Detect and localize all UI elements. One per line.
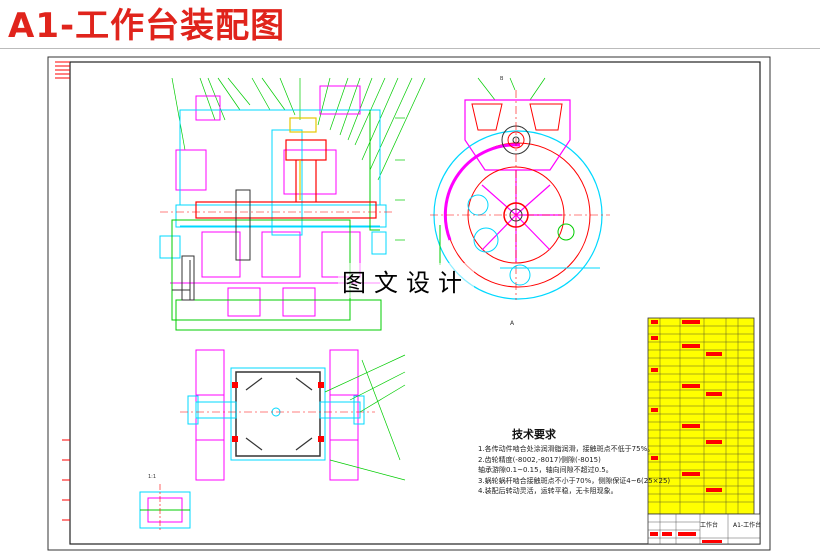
inner-frame [69,61,761,545]
tech-requirement-item: 4.装配后转动灵活，运转平稳，无卡阻现象。 [478,487,618,495]
title-block-drawing-name: 工作台 [700,522,719,529]
outer-frame [47,56,771,551]
tech-requirement-item: 3.蜗轮蜗杆啮合接触斑点不小于70%，侧隙保证4~6(25×25) [478,476,671,485]
side-section-view: A B [430,76,610,327]
svg-text:B: B [500,76,504,82]
tech-requirement-item: 2.齿轮精度(-8002,-8017)侧隙(-8015) [478,455,601,464]
plan-leaders [324,354,406,481]
plan-wheels [195,349,359,481]
tech-requirement-item: 轴承游隙0.1~0.15，轴向间隙不超过0.5。 [478,466,613,474]
table-red-cells [651,320,722,492]
parts-list-table [647,317,761,545]
leader-lines-side [477,77,546,101]
plan-shaft [187,395,365,425]
title-block-frame [647,513,761,545]
left-zone-marks [55,61,70,521]
tech-requirements-list: 1.各传动件啮合处涂润滑脂润滑，接触斑点不低于75%。 2.齿轮精度(-8002… [478,444,671,497]
svg-text:A: A [510,320,515,327]
yellow-parts [289,117,317,200]
leader-lines-top [171,77,426,241]
plan-view [180,349,406,481]
dark-structure [172,189,251,301]
table-grid [648,318,754,514]
tech-requirements-title: 技术要求 [512,428,556,441]
watermark-text: 图文设计 [338,263,474,298]
title-divider [0,48,820,49]
title-block-drawing-code: A1-工作台 [733,522,762,529]
detail-view: 1:1 [139,474,191,532]
page-title: A1-工作台装配图 [8,6,286,46]
red-shaft [195,139,377,219]
svg-text:1:1: 1:1 [148,474,156,480]
tech-requirement-item: 1.各传动件啮合处涂润滑脂润滑，接触斑点不低于75%。 [478,445,655,453]
main-section-view [159,77,426,331]
